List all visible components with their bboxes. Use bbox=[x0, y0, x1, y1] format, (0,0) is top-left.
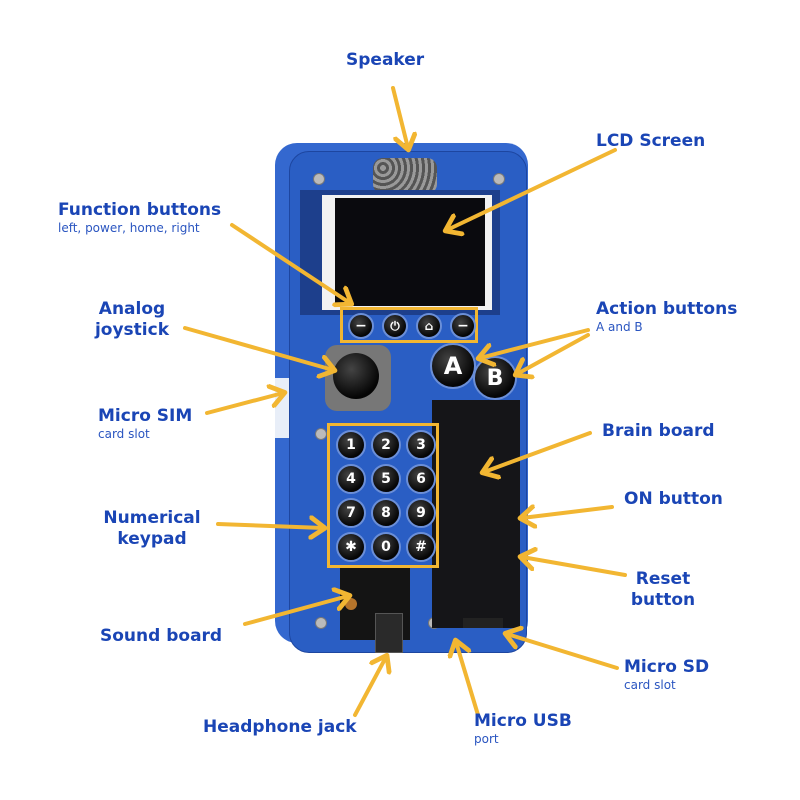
keypad-key[interactable]: 2 bbox=[371, 430, 401, 460]
right-button[interactable]: − bbox=[450, 313, 476, 339]
arrow-lcd bbox=[447, 148, 617, 230]
label-speaker: Speaker bbox=[346, 50, 425, 70]
keypad-key[interactable]: 3 bbox=[406, 430, 436, 460]
arrow-on-button bbox=[522, 507, 614, 518]
keypad-group bbox=[327, 423, 439, 568]
screw bbox=[493, 173, 505, 185]
arrow-action-a bbox=[480, 328, 590, 358]
keypad-key[interactable]: 9 bbox=[406, 498, 436, 528]
keypad-key[interactable]: 6 bbox=[406, 464, 436, 494]
label-line: Analog bbox=[98, 299, 166, 319]
headphone-jack[interactable] bbox=[375, 613, 403, 653]
arrow-function-buttons bbox=[230, 223, 350, 303]
arrow-keypad bbox=[216, 524, 323, 528]
label-line: Numerical bbox=[103, 508, 201, 528]
arrow-reset bbox=[522, 557, 627, 577]
label-title: Micro SIM bbox=[98, 406, 193, 426]
label-headphone-jack: Headphone jack bbox=[203, 717, 357, 737]
label-line: Reset bbox=[635, 569, 691, 589]
arrow-micro-usb bbox=[456, 642, 480, 717]
arrow-micro-sd bbox=[507, 634, 619, 670]
arrow-brain-board bbox=[484, 431, 592, 472]
power-button[interactable]: ⏻ bbox=[382, 313, 408, 339]
label-title: Micro SD bbox=[624, 657, 710, 677]
speaker-grille bbox=[373, 158, 437, 194]
minus-icon: − bbox=[355, 318, 367, 334]
arrow-action-b bbox=[517, 333, 590, 374]
function-buttons-group bbox=[340, 307, 478, 343]
home-icon: ⌂ bbox=[424, 319, 434, 333]
label-sub: left, power, home, right bbox=[58, 221, 200, 235]
sd-card-slot[interactable] bbox=[463, 618, 503, 628]
brain-board bbox=[432, 400, 520, 628]
screw bbox=[315, 428, 327, 440]
label-line: joystick bbox=[94, 320, 170, 340]
label-line: keypad bbox=[117, 529, 187, 549]
label-sub: card slot bbox=[98, 427, 150, 441]
arrow-speaker bbox=[391, 86, 408, 148]
label-sound-board: Sound board bbox=[100, 626, 223, 646]
keypad-key[interactable]: # bbox=[406, 532, 436, 562]
home-button[interactable]: ⌂ bbox=[416, 313, 442, 339]
screw bbox=[315, 617, 327, 629]
keypad-key[interactable]: 5 bbox=[371, 464, 401, 494]
label-sub: card slot bbox=[624, 678, 676, 692]
screw bbox=[313, 173, 325, 185]
keypad-key[interactable]: 8 bbox=[371, 498, 401, 528]
label-lcd-screen: LCD Screen bbox=[596, 131, 706, 151]
arrow-sound-board bbox=[243, 596, 348, 626]
label-brain-board: Brain board bbox=[602, 421, 715, 441]
keypad-key[interactable]: ✱ bbox=[336, 532, 366, 562]
arrow-headphone bbox=[353, 657, 386, 717]
label-title: Function buttons bbox=[58, 200, 222, 220]
label-sub: port bbox=[474, 732, 499, 746]
keypad-key[interactable]: 7 bbox=[336, 498, 366, 528]
label-on-button: ON button bbox=[624, 489, 723, 509]
label-line: button bbox=[630, 590, 696, 610]
joystick-knob[interactable] bbox=[333, 353, 379, 399]
arrow-micro-sim bbox=[205, 393, 283, 415]
label-sub: A and B bbox=[596, 320, 643, 334]
label-title: Action buttons bbox=[596, 299, 738, 319]
power-icon: ⏻ bbox=[390, 318, 400, 333]
keypad-key[interactable]: 4 bbox=[336, 464, 366, 494]
left-button[interactable]: − bbox=[348, 313, 374, 339]
keypad-key[interactable]: 1 bbox=[336, 430, 366, 460]
arrow-joystick bbox=[183, 326, 333, 370]
keypad-key[interactable]: 0 bbox=[371, 532, 401, 562]
label-title: Micro USB bbox=[474, 711, 572, 731]
minus-icon: − bbox=[457, 318, 469, 334]
